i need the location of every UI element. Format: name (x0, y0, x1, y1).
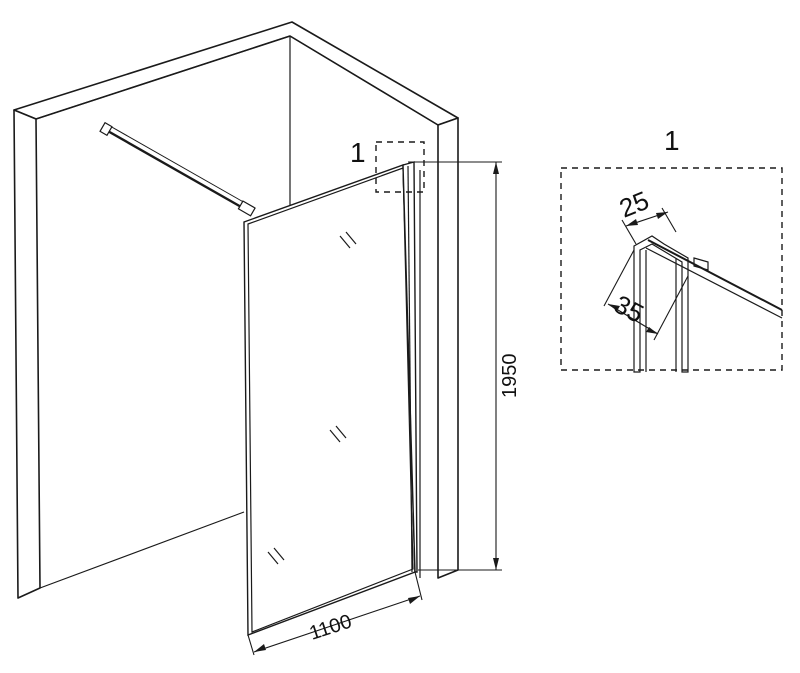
height-dimension-label: 1950 (499, 354, 521, 399)
callout-box (375, 141, 425, 193)
detail-frame (560, 167, 783, 371)
bar-wall-bracket-icon (99, 121, 113, 137)
profile-depth-label: 35 (609, 289, 649, 329)
support-bar (99, 121, 256, 217)
callout-marker-label: 1 (350, 137, 366, 168)
wall-right-face (437, 117, 459, 579)
wall-top-face (13, 21, 459, 126)
glass-reflection-icon (267, 231, 357, 565)
width-dimension-label: 1100 (307, 611, 355, 645)
glass-panel (243, 161, 418, 637)
profile-width-label: 25 (615, 185, 653, 224)
wall-left-face (13, 109, 41, 599)
bar-glass-clamp-icon (237, 200, 256, 217)
height-dimension: 1950 (408, 161, 521, 571)
detail-title: 1 (664, 125, 680, 156)
wall (13, 21, 459, 599)
detail-view: 1 25 35 (560, 125, 783, 373)
